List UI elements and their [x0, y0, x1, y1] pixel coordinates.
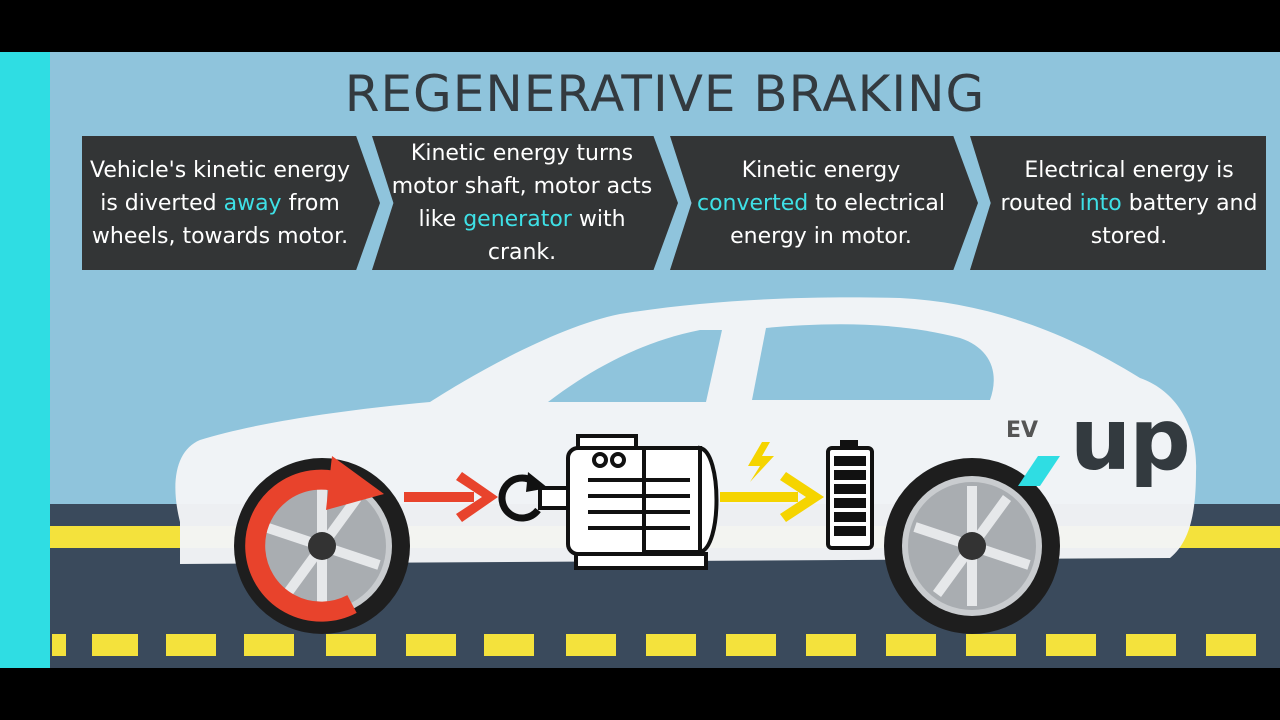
- car-scene: [50, 297, 1280, 668]
- step-4-box: Electrical energy is routed into battery…: [970, 136, 1266, 270]
- battery-icon: [826, 440, 874, 550]
- step-2-box: Kinetic energy turns motor shaft, motor …: [372, 136, 678, 270]
- logo-up-text: up: [1070, 390, 1191, 490]
- logo-accent-stripe: [1018, 456, 1060, 486]
- wheel-rear: [234, 456, 410, 634]
- window-front: [548, 330, 722, 402]
- wheel-front: [884, 458, 1060, 634]
- lightning-icon: [748, 442, 774, 482]
- step-4-highlight: into: [1079, 190, 1122, 216]
- diagram-canvas: REGENERATIVE BRAKING Vehicle's kinetic e…: [0, 52, 1280, 668]
- step-3-highlight: converted: [696, 190, 809, 216]
- logo-ev-text: EV: [1006, 418, 1039, 443]
- page-title: REGENERATIVE BRAKING: [344, 65, 986, 123]
- step-1-box: Vehicle's kinetic energy is diverted awa…: [82, 136, 380, 270]
- step-3-box: Kinetic energy converted to electrical e…: [670, 136, 978, 270]
- step-2-highlight: generator: [463, 207, 572, 232]
- road-lane-dashes: [52, 634, 1256, 656]
- yellow-arrow-to-battery: [720, 472, 824, 522]
- left-accent-bar: [0, 52, 50, 668]
- window-rear: [752, 324, 994, 400]
- red-arrow-to-motor: [404, 472, 498, 522]
- motor-icon: [538, 434, 719, 570]
- rotation-arrow-icon: [245, 469, 357, 622]
- step-1-highlight: away: [223, 190, 282, 216]
